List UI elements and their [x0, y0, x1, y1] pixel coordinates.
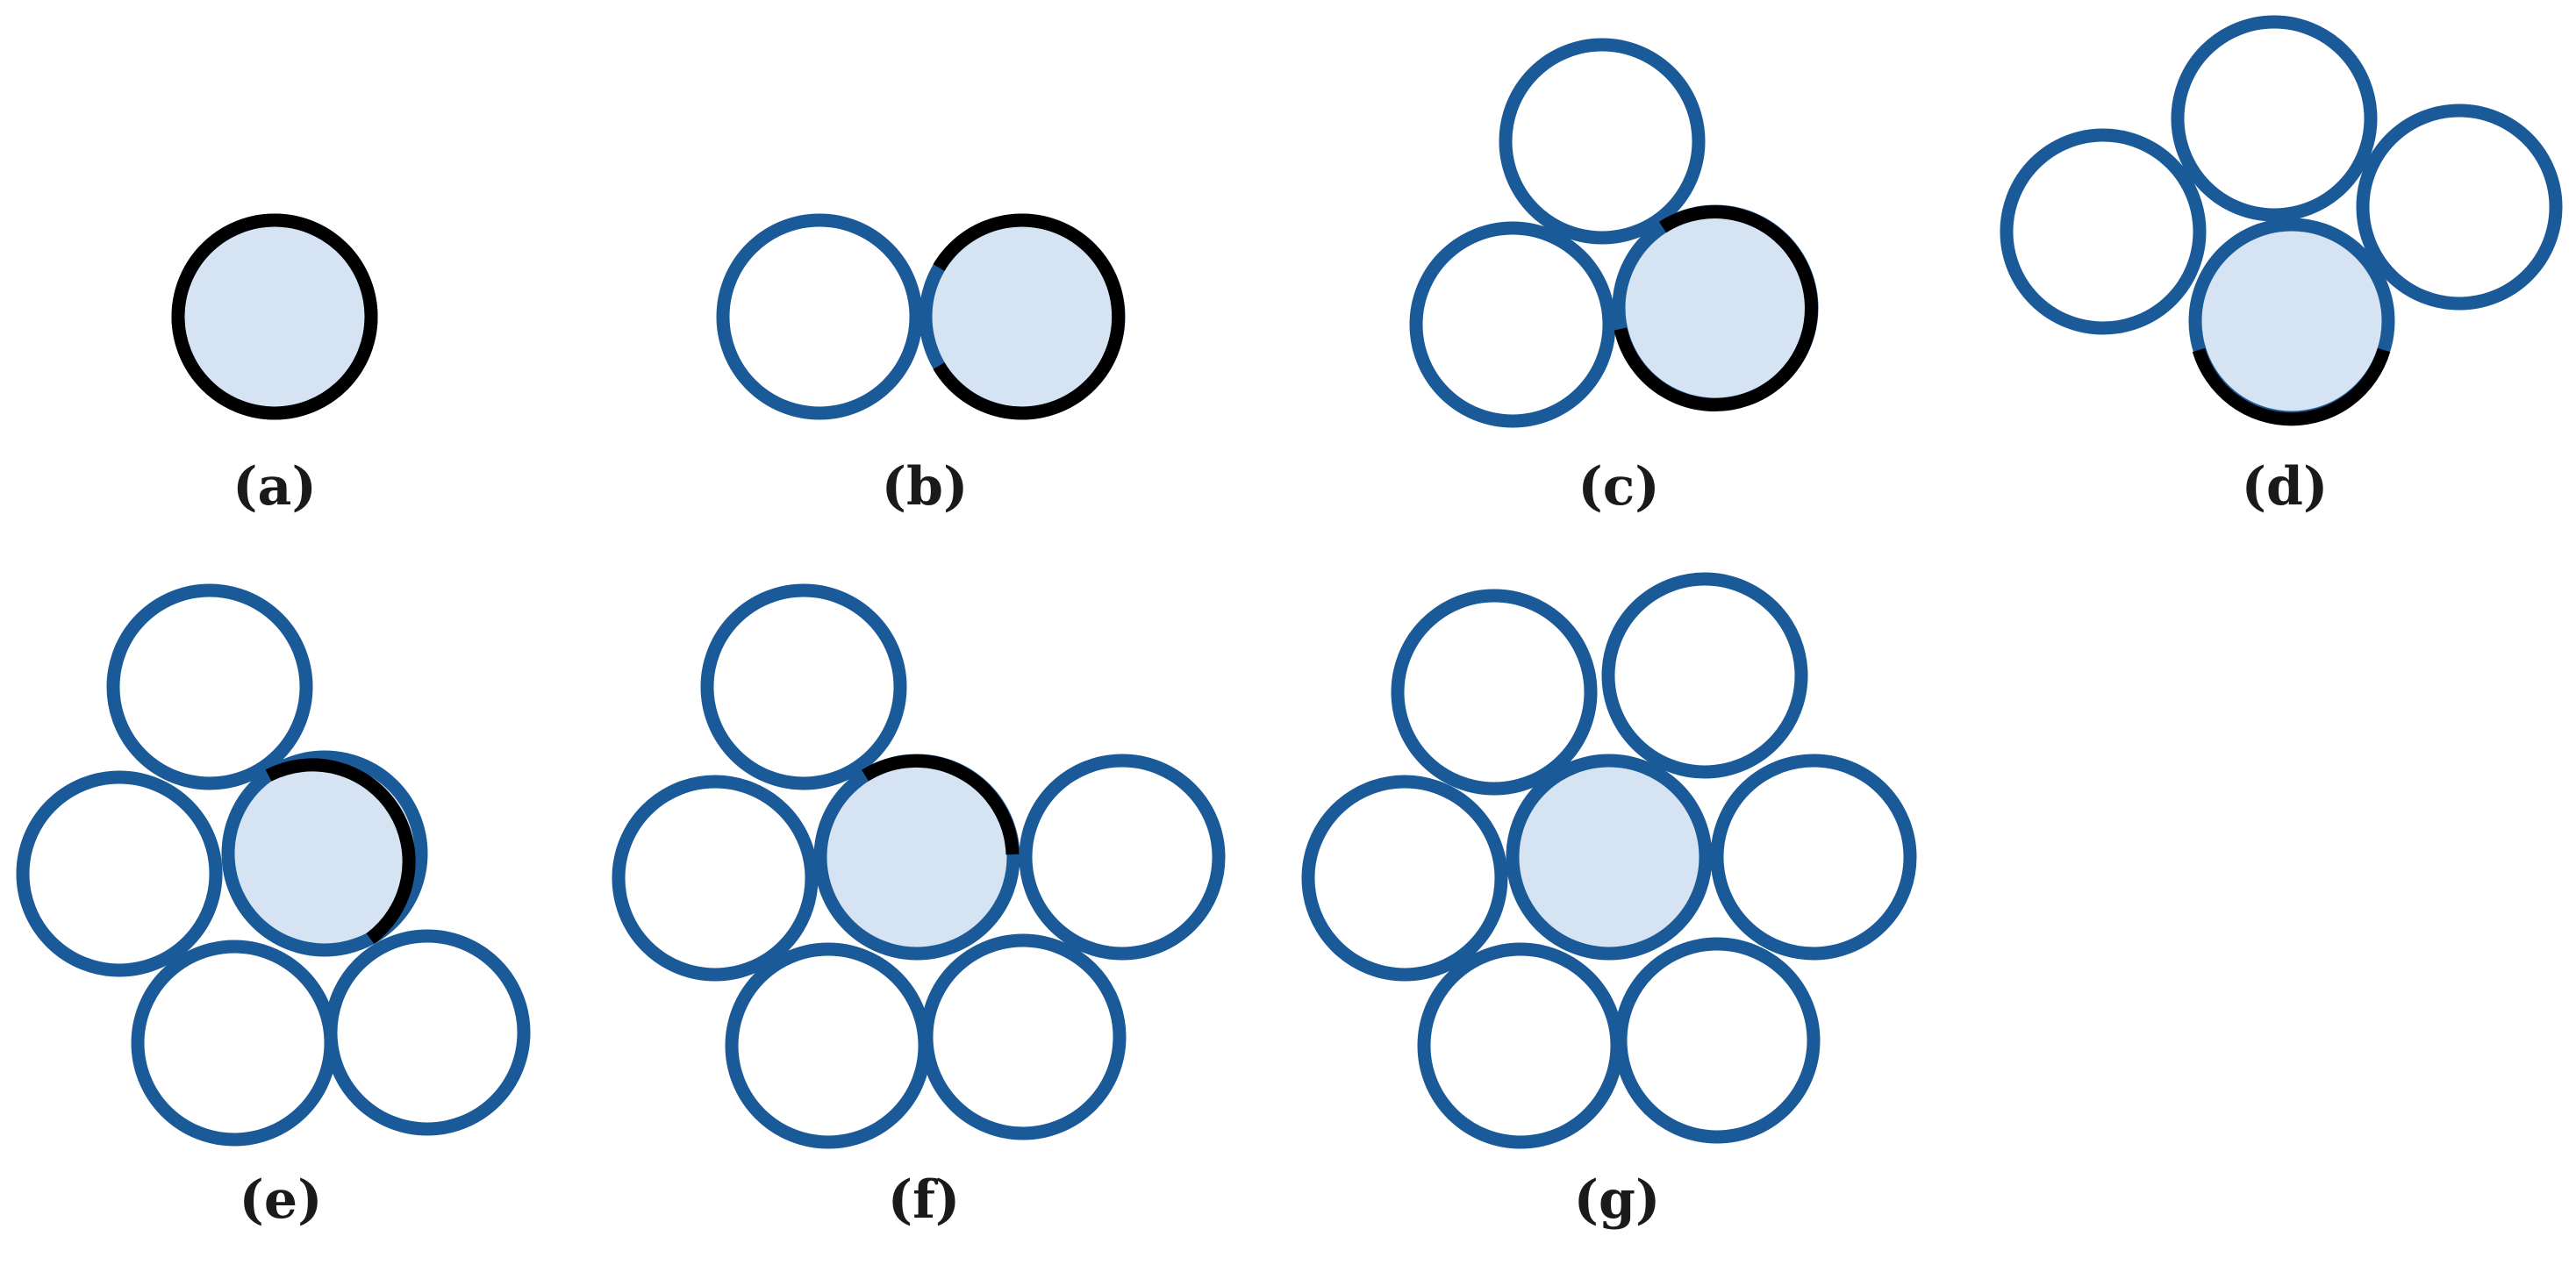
- panel-caption: (f): [888, 1169, 961, 1231]
- center-circle: [221, 750, 428, 957]
- neighbor-circle: [1614, 937, 1821, 1144]
- center-circle: [1506, 754, 1713, 961]
- neighbor-circle: [1601, 572, 1808, 779]
- exposed-perimeter-arc: [171, 213, 378, 420]
- panel-caption: (a): [233, 456, 317, 518]
- panel-g: (g): [1301, 572, 1917, 1231]
- panel-f: (f): [612, 583, 1226, 1231]
- exposed-perimeter-arc: [862, 754, 1020, 855]
- neighbor-circle: [1301, 775, 1508, 982]
- exposed-perimeter-arc: [2192, 347, 2391, 426]
- panel-a: (a): [171, 213, 378, 518]
- panel-d: (d): [2000, 15, 2563, 518]
- neighbor-circle: [612, 775, 819, 982]
- neighbor-circle: [700, 583, 907, 790]
- panel-caption: (g): [1574, 1169, 1661, 1231]
- panel-caption: (d): [2242, 456, 2329, 518]
- panel-c: (c): [1409, 38, 1819, 518]
- neighbor-circle: [2000, 128, 2207, 335]
- panel-caption: (b): [882, 456, 969, 518]
- panel-b: (b): [716, 213, 1126, 518]
- neighbor-circle: [1710, 754, 1917, 961]
- neighbor-circle: [1409, 221, 1616, 428]
- neighbor-circle: [131, 940, 338, 1147]
- panel-e: (e): [16, 583, 531, 1231]
- neighbor-circle: [106, 583, 313, 790]
- neighbor-circle: [324, 929, 531, 1136]
- neighbor-circle: [1019, 754, 1226, 961]
- panel-caption: (e): [240, 1169, 323, 1231]
- exposed-perimeter-arc: [1614, 205, 1818, 412]
- neighbor-circle: [1417, 942, 1624, 1149]
- neighbor-circle: [725, 942, 932, 1149]
- neighbor-circle: [2171, 15, 2378, 222]
- neighbor-circle: [1391, 589, 1598, 796]
- neighbor-circle: [919, 933, 1127, 1140]
- panel-caption: (c): [1578, 456, 1659, 518]
- neighbor-circle: [16, 770, 223, 977]
- neighbor-circle: [2356, 104, 2563, 311]
- neighbor-circle: [716, 213, 923, 420]
- neighbor-circle: [1499, 38, 1706, 245]
- exposed-perimeter-arc: [933, 213, 1126, 420]
- exposed-perimeter-arc: [265, 758, 416, 944]
